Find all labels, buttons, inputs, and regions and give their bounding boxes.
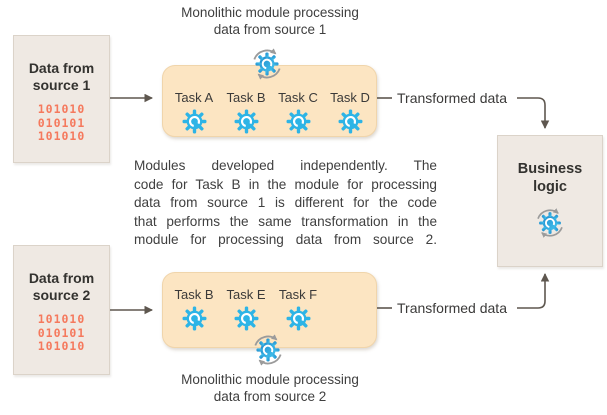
task-c-label: Task C	[278, 90, 318, 105]
gear-icon	[182, 306, 207, 331]
transformed-data-label-bottom: Transformed data	[397, 300, 507, 316]
task-a-label: Task A	[174, 90, 214, 105]
business-logic-box: Business logic	[497, 135, 603, 267]
data-source-1-title: Data from source 1	[28, 60, 95, 93]
task-f-label: Task F	[278, 287, 318, 302]
note-line: data from source 1 is different for the …	[134, 195, 437, 210]
task-e: Task E	[220, 287, 272, 331]
data-source-1-box: Data from source 1 101010 010101 101010	[13, 35, 110, 163]
task-b-label: Task B	[226, 90, 266, 105]
data-source-2-box: Data from source 2 101010 010101 101010	[13, 245, 110, 375]
caption-module1-line2: data from source 1	[213, 21, 327, 37]
caption-module2: Monolithic module processing data from s…	[140, 372, 400, 405]
binary-row: 101010	[37, 339, 86, 353]
gear-icon	[338, 109, 363, 134]
gear-icon	[234, 306, 259, 331]
note-line: module for processing data from source 2…	[134, 232, 437, 247]
gear-icon	[182, 109, 207, 134]
arrow-label-to-business-bottom	[517, 273, 550, 309]
binary-data-2: 101010 010101 101010	[14, 312, 109, 354]
data-source-2-title: Data from source 2	[28, 270, 95, 303]
caption-module2-line1: Monolithic module processing	[181, 372, 359, 387]
gear-icon	[234, 109, 259, 134]
binary-row: 101010	[37, 312, 86, 326]
task-d: Task D	[324, 90, 376, 134]
note-paragraph: Modules developed independently. The cod…	[134, 157, 437, 250]
gear-sync-icon	[249, 46, 285, 82]
gear-icon	[286, 109, 311, 134]
note-line: Modules developed independently. The	[134, 158, 437, 173]
binary-row: 101010	[37, 102, 86, 116]
gear-icon	[286, 306, 311, 331]
business-logic-title: Business logic	[517, 161, 583, 195]
transformed-data-label-top: Transformed data	[397, 90, 507, 106]
task-e-label: Task E	[226, 287, 266, 302]
task-b2: Task B	[168, 287, 220, 331]
gear-sync-icon	[533, 206, 567, 240]
binary-row: 101010	[37, 129, 86, 143]
binary-row: 010101	[37, 325, 86, 340]
caption-module1: Monolithic module processing data from s…	[140, 5, 400, 38]
task-d-label: Task D	[330, 90, 370, 105]
task-b: Task B	[220, 90, 272, 134]
note-line: code for Task B in the module for proces…	[134, 176, 437, 192]
module2-box: Task B Task E Task F	[162, 272, 377, 348]
binary-data-1: 101010 010101 101010	[14, 102, 109, 144]
task-a: Task A	[168, 90, 220, 134]
caption-module1-line1: Monolithic module processing	[181, 5, 359, 20]
task-c: Task C	[272, 90, 324, 134]
note-line: that performs the same transformation in…	[134, 213, 437, 229]
arrow-label-to-business-top	[517, 97, 550, 129]
gear-sync-icon	[250, 332, 286, 368]
binary-row: 010101	[37, 115, 86, 130]
caption-module2-line2: data from source 2	[213, 388, 327, 404]
task-f: Task F	[272, 287, 324, 331]
task-b2-label: Task B	[174, 287, 214, 302]
